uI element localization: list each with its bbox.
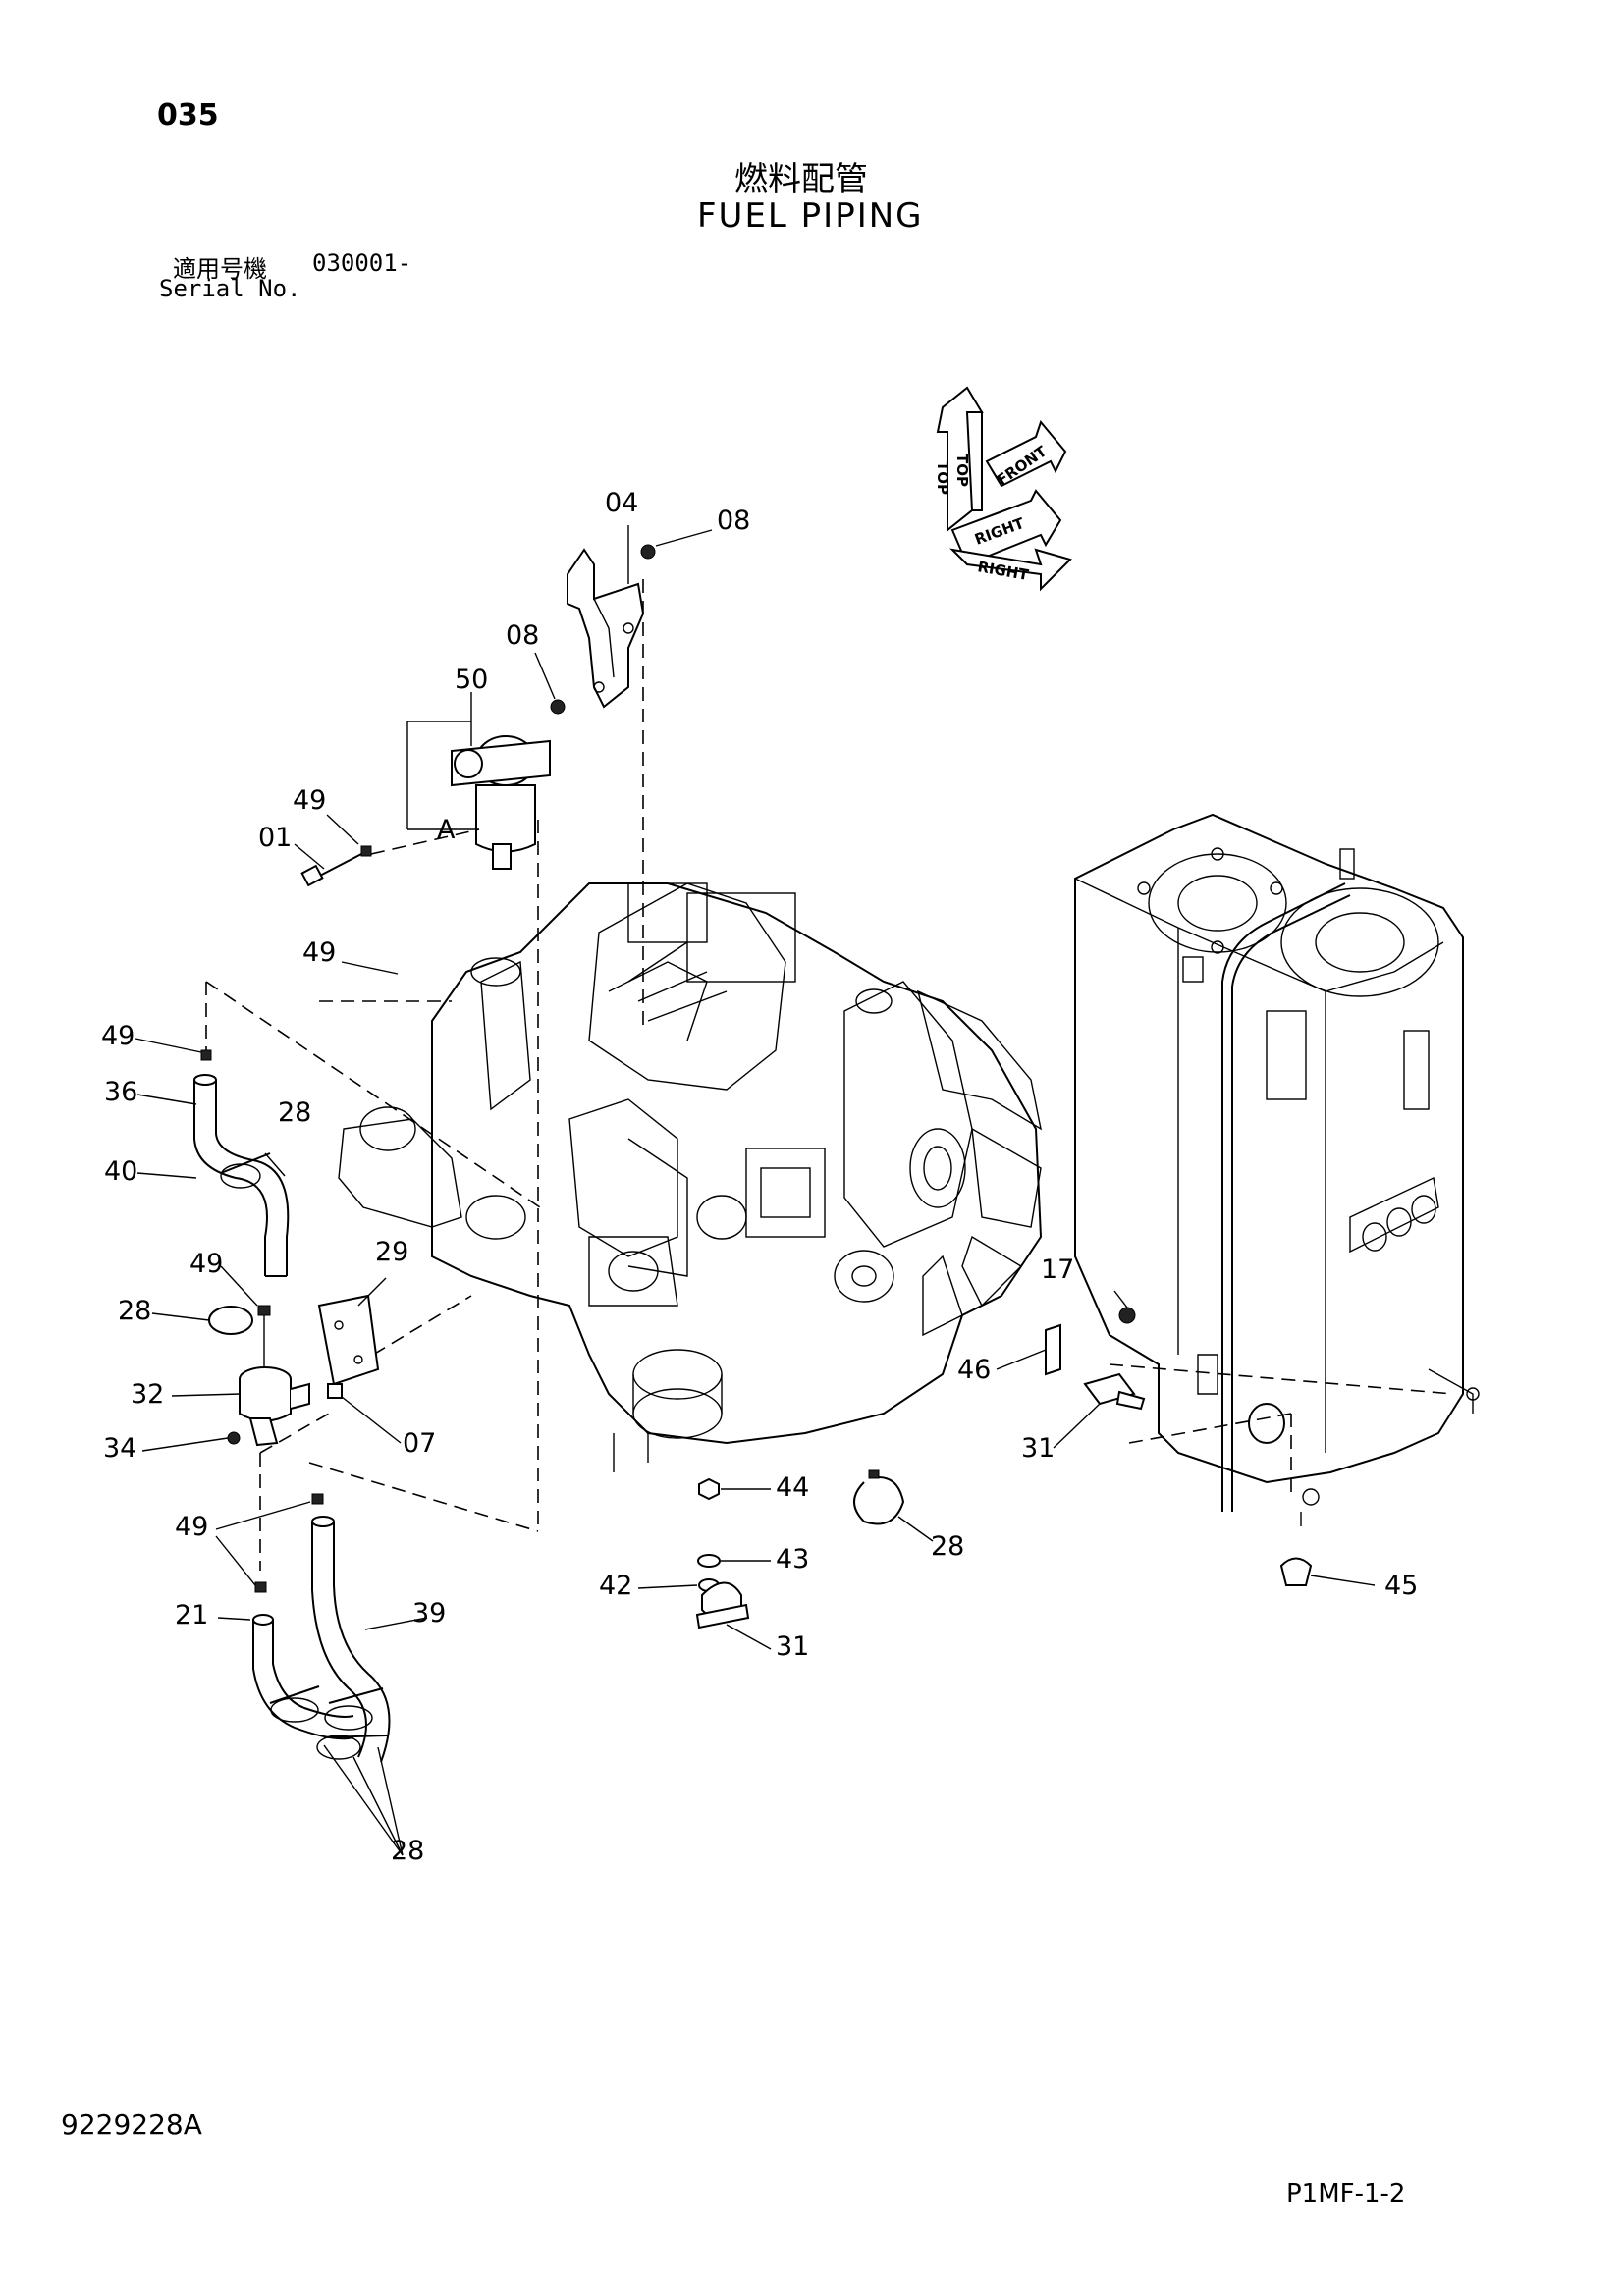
engine: [338, 882, 1043, 1472]
callout-46: 46: [957, 1355, 992, 1385]
callout-49-c: 49: [101, 1021, 135, 1051]
bolt-17: [1118, 1307, 1136, 1324]
bolt-01: [300, 851, 366, 887]
callout-49: 49: [293, 785, 327, 816]
callout-04: 04: [605, 488, 639, 518]
clamp-31-right: [1083, 1372, 1146, 1411]
bracket-line-2: [407, 721, 472, 746]
callout-08-b: 08: [506, 620, 540, 651]
nut-44: [698, 1477, 720, 1501]
clip-49-e: [254, 1581, 267, 1593]
callout-32: 32: [131, 1379, 165, 1410]
callout-49-e: 49: [175, 1512, 209, 1542]
bolt-08-top: [640, 544, 656, 560]
clip-49-b: [200, 1049, 212, 1061]
orientation-top-2: TOP: [953, 454, 971, 487]
callout-45: 45: [1384, 1571, 1419, 1601]
plate-29: [317, 1294, 380, 1386]
callout-49-b: 49: [302, 937, 337, 968]
callout-29: 29: [375, 1237, 409, 1267]
bolt-08: [550, 699, 566, 715]
callout-17: 17: [1041, 1255, 1075, 1285]
fuel-filter: [451, 735, 551, 870]
detail-marker-a: A: [437, 815, 456, 845]
serial-value: 030001-: [312, 249, 412, 277]
callout-01: 01: [258, 823, 293, 853]
callout-44: 44: [776, 1472, 810, 1503]
callout-43: 43: [776, 1544, 810, 1575]
callout-21: 21: [175, 1600, 209, 1630]
serial-label: Serial No.: [159, 275, 301, 302]
clamp-31-center: [695, 1581, 750, 1629]
clamp-28-screw: [868, 1469, 880, 1479]
page-title-japanese: 燃料配管: [734, 160, 868, 199]
fuel-pump: [239, 1366, 310, 1447]
callout-31: 31: [1021, 1433, 1056, 1464]
bolt-07: [327, 1383, 343, 1399]
clip-46: [1045, 1323, 1061, 1376]
callout-39: 39: [412, 1598, 447, 1629]
serial-label-japanese: 適用号機: [173, 255, 267, 283]
callout-28-c: 28: [391, 1836, 425, 1866]
clamp-28-center: [853, 1476, 905, 1525]
hose-upper: [193, 1074, 290, 1277]
clamp-28: [208, 1306, 253, 1335]
callout-49-d: 49: [189, 1249, 224, 1279]
orientation-top: TOP: [934, 461, 951, 495]
clip-45: [1279, 1557, 1313, 1586]
callout-50: 50: [455, 665, 489, 695]
callout-28: 28: [278, 1097, 312, 1128]
callout-36: 36: [104, 1077, 138, 1107]
callout-07: 07: [403, 1428, 437, 1459]
clip-49-d: [311, 1493, 324, 1505]
hose-lower: [252, 1516, 391, 1763]
screw-34: [227, 1431, 241, 1445]
callout-28-d: 28: [931, 1531, 965, 1562]
callout-31-b: 31: [776, 1631, 810, 1662]
page-title: FUEL PIPING: [697, 196, 924, 236]
callout-08: 08: [717, 506, 751, 536]
clip-49-a: [360, 845, 372, 857]
callout-40: 40: [104, 1156, 138, 1187]
fuel-tank: [1074, 813, 1480, 1526]
washer-43: [697, 1554, 721, 1568]
orientation-indicator: TOP TOP FRONT RIGHT RIGHT: [934, 386, 1072, 592]
drawing-number: 9229228A: [61, 2109, 202, 2141]
page-number: 035: [157, 98, 219, 133]
page-code: P1MF-1-2: [1286, 2179, 1406, 2209]
callout-42: 42: [599, 1571, 633, 1601]
filter-bracket: [567, 548, 645, 709]
leader-lines: [135, 525, 1376, 1856]
callout-28-b: 28: [118, 1296, 152, 1326]
clip-49-c: [257, 1305, 271, 1316]
callout-34: 34: [103, 1433, 137, 1464]
